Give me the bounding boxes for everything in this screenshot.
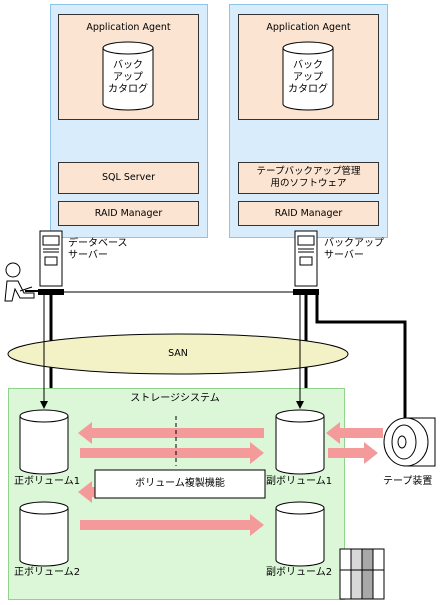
san-ellipse — [7, 333, 349, 375]
db-raid-manager-label: RAID Manager — [94, 208, 163, 219]
backup-raid-manager-box — [238, 201, 379, 226]
backup-server-icon — [293, 230, 319, 295]
tape-backup-software-box — [238, 162, 379, 194]
storage-hardware-icon — [339, 548, 385, 600]
sql-server-label: SQL Server — [102, 172, 155, 183]
tape-device-icon — [383, 417, 436, 467]
secondary-volume-1 — [275, 409, 325, 475]
database-server-label: データベース サーバー — [68, 238, 128, 261]
secondary-volume-2-label: 副ボリューム2 — [266, 567, 333, 578]
volume-access-arrows — [40, 295, 304, 409]
db-raid-manager-box — [58, 201, 199, 226]
storage-system-title: ストレージシステム — [130, 393, 220, 404]
tape-device-label: テープ装置 — [383, 476, 433, 487]
sql-server-box — [58, 162, 199, 194]
tape-arrow-in — [326, 422, 383, 444]
copy-arrow-back-1 — [78, 422, 264, 444]
secondary-volume-2 — [275, 501, 325, 567]
db-backup-catalog-cylinder — [102, 41, 154, 111]
volume-replication-function-box — [94, 469, 266, 499]
backup-backup-catalog-label: バック アップ カタログ — [288, 60, 328, 95]
database-server-icon — [25, 230, 64, 295]
backup-application-agent-label: Application Agent — [266, 22, 351, 33]
db-application-agent-label: Application Agent — [86, 22, 171, 33]
tape-arrow-out — [328, 442, 378, 464]
backup-server-label: バックアップ サーバー — [324, 238, 384, 261]
backup-raid-manager-label: RAID Manager — [274, 208, 343, 219]
primary-volume-2-label: 正ボリューム2 — [14, 567, 81, 578]
secondary-volume-1-label: 副ボリューム1 — [266, 476, 333, 487]
copy-arrow-forward-1 — [80, 442, 264, 464]
tape-backup-software-label: テープバックアップ管理 用のソフトウェア — [256, 166, 361, 189]
san-label: SAN — [168, 348, 188, 359]
copy-arrow-forward-2 — [80, 514, 264, 536]
primary-volume-1-label: 正ボリューム1 — [14, 476, 81, 487]
primary-volume-1 — [19, 409, 69, 475]
backup-backup-catalog-cylinder — [282, 41, 334, 111]
user-icon — [4, 262, 35, 302]
volume-replication-function-label: ボリューム複製機能 — [135, 478, 225, 489]
primary-volume-2 — [19, 501, 69, 567]
db-backup-catalog-label: バック アップ カタログ — [108, 60, 148, 95]
